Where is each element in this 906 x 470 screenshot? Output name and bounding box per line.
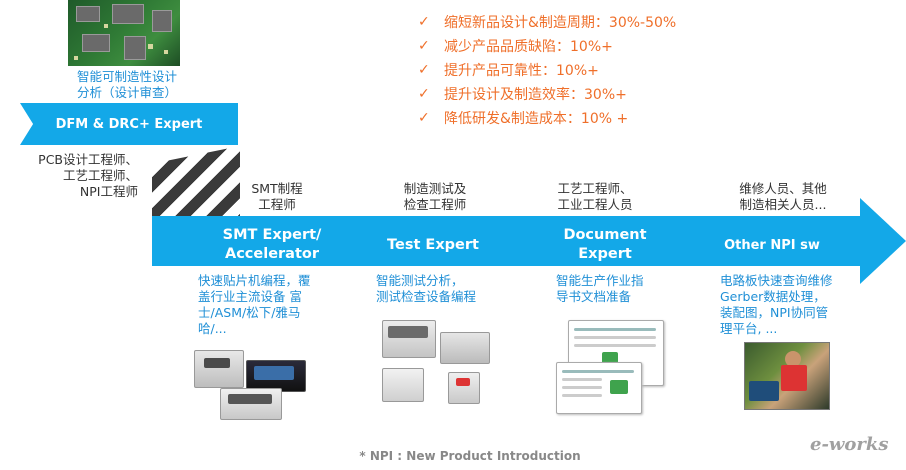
check-icon: ✓ [418,110,444,126]
test-expert-title: Test Expert [378,236,488,255]
smt-desc-line4: 哈/... [198,321,348,337]
smt-desc-line3: 士/ASM/松下/雅马 [198,305,348,321]
other-role-line1: 维修人员、其他 [728,181,838,197]
dfm-role-line2: 工艺工程师、 [18,168,138,184]
dfm-caption: 智能可制造性设计 分析（设计审查） [62,69,192,101]
smt-machines-image [190,342,308,420]
smt-description: 快速贴片机编程，覆 盖行业主流设备 富 士/ASM/松下/雅马 哈/... [198,273,348,337]
test-roles: 制造测试及 检查工程师 [380,181,490,213]
benefit-text: 提升设计及制造效率：30%+ [444,84,627,104]
benefit-item: ✓ 降低研发&制造成本：10% + [418,106,758,130]
other-roles: 维修人员、其他 制造相关人员... [728,181,838,213]
other-npi-title: Other NPI sw [712,236,832,255]
test-desc-line1: 智能测试分析， [376,273,526,289]
other-role-line2: 制造相关人员... [728,197,838,213]
document-sheets-image [554,318,666,414]
test-description: 智能测试分析， 测试检查设备编程 [376,273,526,305]
document-role-line2: 工业工程人员 [536,197,654,213]
smt-expert-title: SMT Expert/ Accelerator [202,226,342,264]
test-desc-line2: 测试检查设备编程 [376,289,526,305]
document-desc-line2: 导书文档准备 [556,289,706,305]
smt-title-line1: SMT Expert/ [202,226,342,245]
other-desc-line2: Gerber数据处理， [720,289,870,305]
document-title-line1: Document [550,226,660,245]
benefit-item: ✓ 缩短新品设计&制造周期：30%-50% [418,10,758,34]
benefit-text: 减少产品品质缺陷：10%+ [444,36,613,56]
check-icon: ✓ [418,38,444,54]
smt-desc-line2: 盖行业主流设备 富 [198,289,348,305]
smt-role-line1: SMT制程 [222,181,332,197]
test-equipment-image [376,318,494,404]
document-roles: 工艺工程师、 工业工程人员 [536,181,654,213]
smt-desc-line1: 快速贴片机编程，覆 [198,273,348,289]
smt-title-line2: Accelerator [202,245,342,264]
other-description: 电路板快速查询维修 Gerber数据处理， 装配图，NPI协同管 理平台, ..… [720,273,870,337]
test-role-line1: 制造测试及 [380,181,490,197]
dfm-expert-label: DFM & DRC+ Expert [56,117,203,132]
check-icon: ✓ [418,86,444,102]
smt-role-line2: 工程师 [222,197,332,213]
test-role-line2: 检查工程师 [380,197,490,213]
other-title-line1: Other NPI sw [712,236,832,255]
check-icon: ✓ [418,62,444,78]
other-desc-line3: 装配图，NPI协同管 [720,305,870,321]
repair-photo-image [744,342,830,410]
benefit-item: ✓ 提升设计及制造效率：30%+ [418,82,758,106]
smt-roles: SMT制程 工程师 [222,181,332,213]
benefit-text: 缩短新品设计&制造周期：30%-50% [444,12,676,32]
other-desc-line4: 理平台, ... [720,321,870,337]
document-desc-line1: 智能生产作业指 [556,273,706,289]
benefit-item: ✓ 提升产品可靠性：10%+ [418,58,758,82]
benefit-text: 提升产品可靠性：10%+ [444,60,599,80]
test-title-line1: Test Expert [378,236,488,255]
dfm-roles: PCB设计工程师、 工艺工程师、 NPI工程师 [18,152,138,200]
dfm-caption-line2: 分析（设计审查） [62,85,192,101]
dfm-role-line3: NPI工程师 [18,184,138,200]
document-title-line2: Expert [550,245,660,264]
check-icon: ✓ [418,14,444,30]
benefits-list: ✓ 缩短新品设计&制造周期：30%-50% ✓ 减少产品品质缺陷：10%+ ✓ … [418,10,758,130]
other-desc-line1: 电路板快速查询维修 [720,273,870,289]
npi-footnote: * NPI : New Product Introduction [340,449,600,463]
dfm-caption-line1: 智能可制造性设计 [62,69,192,85]
benefit-text: 降低研发&制造成本：10% + [444,108,628,128]
document-role-line1: 工艺工程师、 [536,181,654,197]
eworks-logo: e-works [810,434,902,462]
dfm-role-line1: PCB设计工程师、 [18,152,138,168]
document-description: 智能生产作业指 导书文档准备 [556,273,706,305]
dfm-expert-box: DFM & DRC+ Expert [20,103,238,145]
benefit-item: ✓ 减少产品品质缺陷：10%+ [418,34,758,58]
pcb-layout-image [68,0,180,66]
document-expert-title: Document Expert [550,226,660,264]
